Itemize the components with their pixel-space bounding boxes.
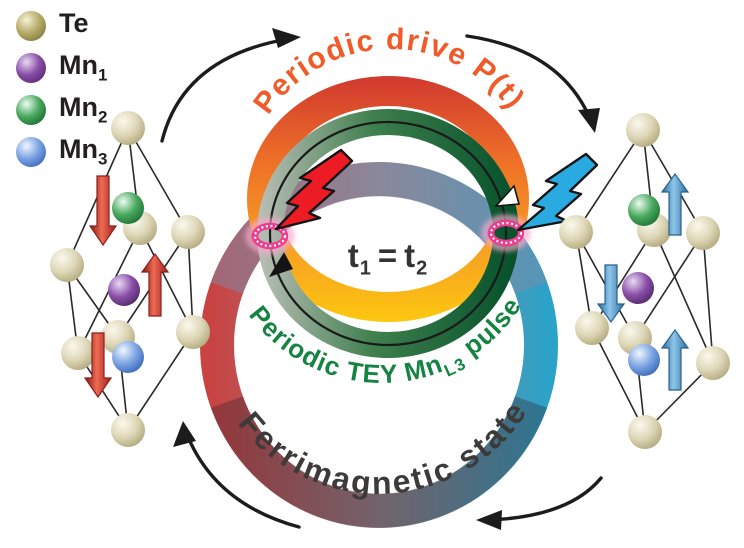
target-left-glow <box>246 218 294 254</box>
te-atom <box>628 415 662 449</box>
crystal-left <box>50 111 210 447</box>
legend-label-te: Te <box>59 7 89 38</box>
crystal-right-spin-arrows <box>596 172 690 391</box>
te-atom <box>559 215 593 249</box>
legend-label-mn1: Mn1 <box>59 49 108 85</box>
te-sphere-icon <box>16 10 46 41</box>
mn3-atom <box>112 341 144 373</box>
mn1-atom <box>108 274 140 306</box>
mn3-sphere-icon <box>16 136 46 167</box>
spin-arrow-up-mn3-right <box>660 328 690 391</box>
legend-label-mn3: Mn3 <box>59 133 108 169</box>
crystal-right <box>559 113 730 449</box>
mn2-atom <box>628 194 660 226</box>
target-left-dashes <box>253 224 287 248</box>
legend-item-te: Te <box>16 7 107 41</box>
mn1-sphere-icon <box>16 52 46 83</box>
legend-item-mn1: Mn1 <box>16 49 108 85</box>
legend-label-mn2: Mn2 <box>59 91 108 127</box>
ferrimagnetic-ring-bottom-shade <box>211 396 547 528</box>
tey-direction-arrow-left <box>269 252 293 277</box>
te-atom <box>171 215 205 249</box>
te-atom <box>686 216 720 250</box>
te-atom <box>696 346 730 380</box>
target-marker-left <box>246 218 294 254</box>
spin-arrow-up-mn1-left <box>140 252 170 317</box>
spin-arrow-up-mn2-right <box>660 172 690 236</box>
te-atom <box>575 311 609 345</box>
crystal-right-te-atoms <box>559 113 730 449</box>
mn1-atom <box>622 272 654 304</box>
cycle-arrow-top-right-head <box>578 108 600 133</box>
spin-arrow-down-mn3-left <box>83 332 113 399</box>
te-atom <box>176 315 210 349</box>
cycle-arrow-bottom-left-head <box>173 421 196 447</box>
spin-arrow-down-mn1-right <box>596 264 626 324</box>
te-atom <box>50 248 84 282</box>
te-atom <box>626 113 660 147</box>
cycle-arrow-bottom-left <box>184 430 301 529</box>
legend-item-mn2: Mn2 <box>16 91 108 127</box>
mn2-atom <box>112 192 144 224</box>
tey-direction-arrow-right <box>494 184 521 207</box>
target-right-glow <box>482 215 530 251</box>
center-equation: t1=t2 <box>347 237 429 280</box>
crystal-left-spin-arrows <box>83 175 170 399</box>
tey-pulse-ring-centerline <box>268 120 508 347</box>
cycle-arrow-top-left-head <box>272 28 301 48</box>
te-atom <box>111 413 145 447</box>
te-atom <box>111 111 145 145</box>
blue-lightning-icon <box>516 152 599 232</box>
target-marker-right <box>482 215 530 251</box>
legend: Te Mn1 Mn2 Mn3 <box>16 7 108 169</box>
mn2-sphere-icon <box>16 94 46 125</box>
cycle-arrow-top-right <box>465 34 593 123</box>
target-right-dashes <box>489 221 523 245</box>
cycle-arrow-bottom-right <box>486 476 603 522</box>
red-lightning-icon <box>274 148 354 231</box>
mn3-atom <box>628 344 660 376</box>
cycle-arrow-bottom-right-head <box>476 510 502 530</box>
spin-arrow-down-mn2-left <box>88 175 118 247</box>
tey-pulse-ring <box>257 109 521 358</box>
cycle-arrow-top-left <box>160 37 290 143</box>
legend-item-mn3: Mn3 <box>16 133 108 169</box>
te-atom <box>61 336 95 370</box>
crystal-left-te-atoms <box>50 111 210 447</box>
